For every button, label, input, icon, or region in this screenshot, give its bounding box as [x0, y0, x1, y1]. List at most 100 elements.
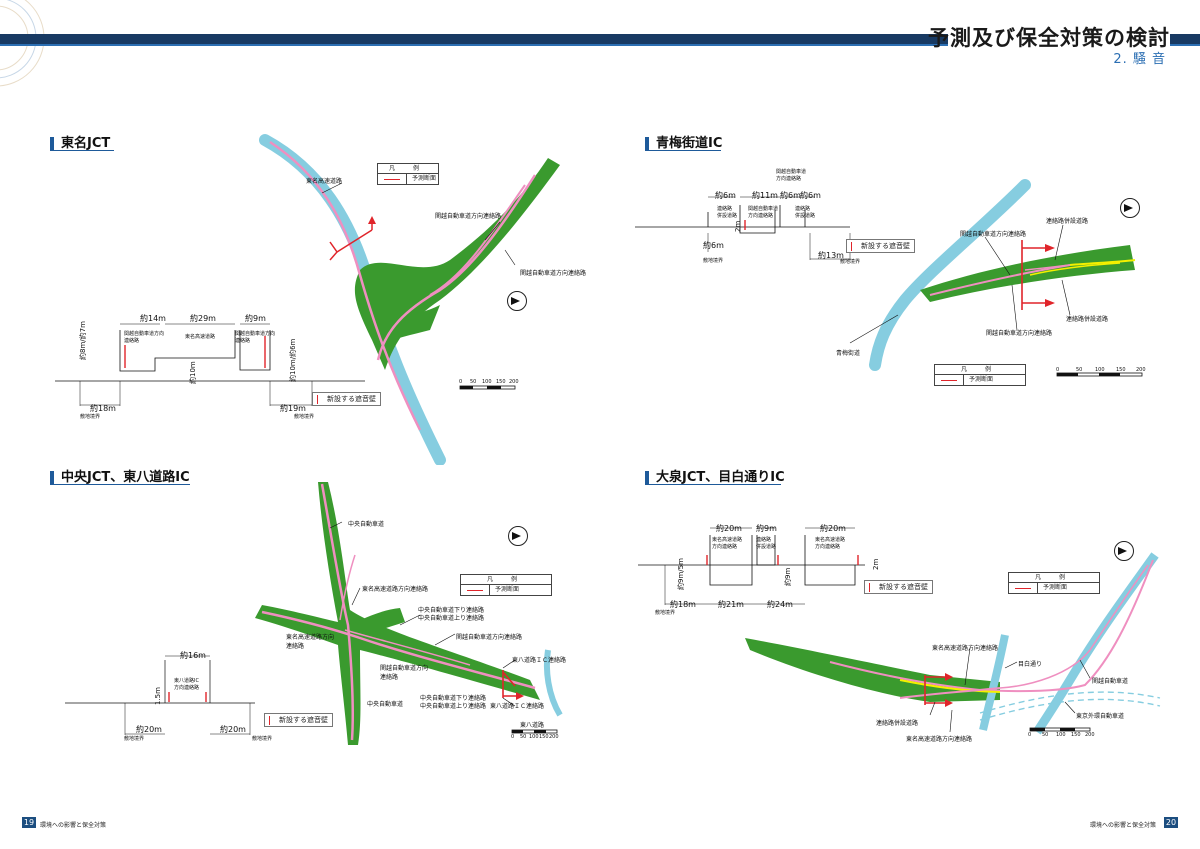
cs-label-kanetsu-2: 関越自動車道方向 連絡路 — [235, 331, 276, 344]
oizumi-map — [638, 527, 1161, 735]
dim-h10: 約10m — [189, 361, 197, 384]
legend-item-label: 予測断面 — [1043, 584, 1068, 591]
legend-heading: 凡 例 — [378, 164, 438, 174]
legend-item-label: 予測断面 — [412, 175, 437, 182]
border-label-2: 敷地境界 — [840, 259, 861, 265]
legend-row: 予測断面 — [378, 174, 438, 184]
cs-label-side1: 連絡路 併設道路 — [717, 206, 738, 219]
legend-row: 予測断面 — [1009, 583, 1099, 593]
label-tomei-connect-2: 東名高速道路方向連絡路 — [906, 736, 973, 743]
dim-w6c: 約6m — [800, 191, 821, 200]
label-chuo-down: 中央自動車道下り連絡路 — [418, 607, 485, 614]
label-chuo-expwy: 中央自動車道 — [348, 521, 385, 528]
section-title-chuo: 中央JCT、東八道路IC — [50, 471, 190, 485]
label-kanetsu: 関越自動車道 — [1092, 678, 1129, 685]
label-kanetsu-connect: 関越自動車道方向連絡路 — [960, 231, 1027, 238]
section-underline — [50, 484, 190, 485]
scale-0: 0 — [1056, 367, 1060, 373]
new-noise-wall-label: 新設する遮音壁 — [264, 713, 333, 727]
dim-d18: 約18m — [670, 600, 696, 609]
border-label-1: 敷地境界 — [80, 414, 101, 420]
cs-label-side2: 連絡路 併設道路 — [795, 206, 816, 219]
legend-ome: 凡 例 予測断面 — [934, 364, 1026, 386]
label-chuo-up-2: 中央自動車道上り連絡路 — [420, 703, 487, 710]
dim-d20a: 約20m — [136, 725, 162, 734]
scale-150: 150 — [1116, 367, 1126, 373]
legend-row: 予測断面 — [461, 585, 551, 595]
legend-item-label: 予測断面 — [969, 376, 994, 383]
legend-heading: 凡 例 — [461, 575, 551, 585]
label-side-road: 連絡路併設道路 — [876, 720, 919, 727]
scale-0: 0 — [459, 379, 463, 385]
cs-label-kanetsu: 関越自動車道方向 連絡路 — [124, 331, 165, 344]
dim-h2: 2m — [872, 558, 880, 570]
dim-d20b: 約20m — [220, 725, 246, 734]
scale-0: 0 — [1028, 732, 1032, 738]
dim-d13: 約13m — [818, 251, 844, 260]
dim-h5: 約9m/5m — [677, 558, 685, 590]
dim-h2: 2m — [734, 220, 742, 232]
scale-50: 50 — [1042, 732, 1049, 738]
label-touhachi-road: 東八道路 — [520, 722, 545, 729]
legend-row: 予測断面 — [935, 375, 1025, 385]
section-title-oizumi: 大泉JCT、目白通りIC — [645, 471, 785, 485]
prediction-section-line-icon — [384, 179, 400, 180]
scale-200: 200 — [1085, 732, 1095, 738]
border-label: 敷地境界 — [655, 610, 676, 616]
footer-text-right: 環境への影響と保全対策 — [1090, 822, 1157, 829]
label-ome-road: 青梅街道 — [836, 350, 861, 357]
scale-100: 100 — [482, 379, 492, 385]
footer-text-left: 環境への影響と保全対策 — [40, 822, 107, 829]
scale-50: 50 — [470, 379, 477, 385]
dim-w16: 約16m — [180, 651, 206, 660]
chuo-map — [65, 482, 563, 745]
label-side-road: 連絡路併設道路 — [1046, 218, 1089, 225]
dim-w6b: 約6m — [780, 191, 801, 200]
section-title-ome: 青梅街道IC — [645, 137, 722, 151]
legend-oizumi: 凡 例 予測断面 — [1008, 572, 1100, 594]
legend-heading: 凡 例 — [1009, 573, 1099, 583]
scale-150: 150 — [1071, 732, 1081, 738]
scale-0: 0 — [511, 734, 515, 740]
label-tomei-connect: 東名高速道路方向連絡路 — [362, 586, 429, 593]
page-number-left: 19 — [22, 817, 36, 828]
scale-100: 100 — [1056, 732, 1066, 738]
dim-d6: 約6m — [703, 241, 724, 250]
legend-chuo: 凡 例 予測断面 — [460, 574, 552, 596]
label-kanetsu-connect: 関越自動車道方向連絡路 — [435, 213, 502, 220]
dim-d24: 約24m — [767, 600, 793, 609]
cs-label: 東八道路IC 方向連絡路 — [174, 678, 200, 691]
cs-label-top: 関越自動車道 方向連絡路 — [776, 169, 807, 182]
page-number-right: 20 — [1164, 817, 1178, 828]
section-underline — [645, 150, 721, 151]
legend-tomei: 凡 例 予測断面 — [377, 163, 439, 185]
border-label-1: 敷地境界 — [703, 258, 724, 264]
scale-100: 100 — [1095, 367, 1105, 373]
section-underline — [645, 484, 781, 485]
dim-d19: 約19m — [280, 404, 306, 413]
prediction-section-line-icon — [1015, 588, 1031, 589]
section-underline — [50, 150, 114, 151]
dim-h9: 約9m — [784, 567, 792, 586]
dim-w20a: 約20m — [716, 524, 742, 533]
scale-50: 50 — [520, 734, 527, 740]
scale-100: 100 — [529, 734, 539, 740]
label-gaikan: 東京外環自動車道 — [1076, 713, 1125, 720]
scale-200: 200 — [509, 379, 519, 385]
dim-w11: 約11m — [752, 191, 778, 200]
legend-item-label: 予測断面 — [495, 586, 520, 593]
dim-w6a: 約6m — [715, 191, 736, 200]
prediction-section-line-icon — [941, 380, 957, 381]
dim-h7: 約8m/約7m — [79, 321, 87, 360]
dim-w29: 約29m — [190, 314, 216, 323]
dim-h15: 1.5m — [154, 687, 162, 705]
dim-w9: 約9m — [245, 314, 266, 323]
scale-50: 50 — [1076, 367, 1083, 373]
north-arrow-icon — [508, 526, 528, 546]
north-arrow-icon — [507, 291, 527, 311]
label-tomei-connect-left: 東名高速道路方向 連絡路 — [286, 634, 335, 650]
north-arrow-icon — [1114, 541, 1134, 561]
label-touhachi-ic-2: 東八道路ＩＣ連絡路 — [490, 703, 545, 710]
header-decoration — [0, 0, 1200, 87]
cs-label-2: 連絡路 併設道路 — [756, 537, 777, 550]
